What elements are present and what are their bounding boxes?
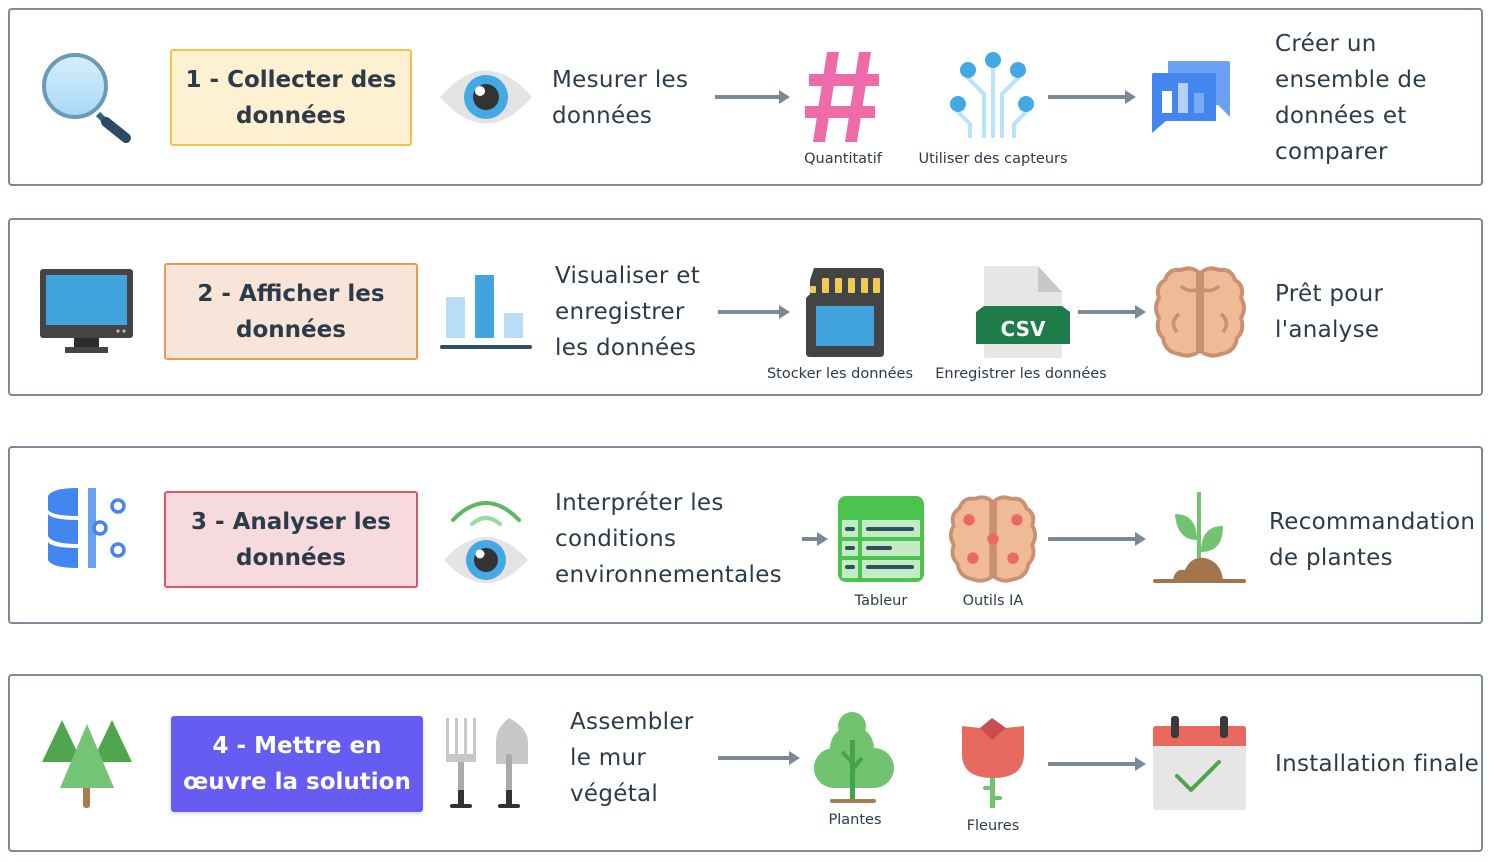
flow-arrow xyxy=(1078,305,1146,319)
brain-icon xyxy=(1154,266,1246,358)
step-description: Mesurer les données xyxy=(552,67,689,129)
result-text: Créer un ensemble de données et comparer xyxy=(1275,31,1427,165)
step-label: 3 - Analyser les données xyxy=(191,508,391,571)
monitor-icon xyxy=(40,269,133,353)
flow-arrow xyxy=(718,305,790,319)
eye-icon xyxy=(440,70,532,124)
flow-arrow xyxy=(715,90,790,104)
hash-icon xyxy=(805,52,879,142)
step-label: 1 - Collecter des données xyxy=(185,66,397,129)
step-description: Assembler le mur végétal xyxy=(570,709,694,807)
result-text: Recommandation de plantes xyxy=(1269,509,1476,571)
tulip-icon xyxy=(962,718,1024,808)
magnifier-icon xyxy=(42,53,131,143)
tool-caption: Utiliser des capteurs xyxy=(918,151,1068,167)
database-icon xyxy=(48,488,126,568)
step-box-3: 3 - Analyser les données xyxy=(164,491,418,588)
step-box-2: 2 - Afficher les données xyxy=(164,263,418,360)
step-label: 2 - Afficher les données xyxy=(197,280,385,343)
tree-icon xyxy=(814,712,894,803)
step-description: Visualiser et enregistrer les données xyxy=(555,263,701,361)
tool-caption: Fleures xyxy=(966,818,1020,834)
calendar-check-icon xyxy=(1153,716,1246,810)
tool-caption: Quantitatif xyxy=(804,151,882,167)
csv-file-icon: CSV xyxy=(976,266,1070,358)
trees-icon xyxy=(42,720,132,808)
garden-tools-icon xyxy=(446,718,528,808)
flow-arrow xyxy=(1048,532,1146,546)
eye-signal-icon xyxy=(444,501,528,583)
flow-arrow xyxy=(718,751,800,765)
tool-caption: Outils IA xyxy=(962,593,1024,609)
result-text: Installation finale xyxy=(1275,751,1480,777)
result-text: Prêt pour l'analyse xyxy=(1275,281,1384,343)
ai-brain-icon xyxy=(948,495,1038,583)
step-box-1: 1 - Collecter des données xyxy=(170,49,412,146)
tool-caption: Plantes xyxy=(828,812,882,828)
tool-caption: Stocker les données xyxy=(766,366,914,382)
tool-caption: Tableur xyxy=(854,593,908,609)
flow-arrow xyxy=(1048,757,1146,771)
tool-caption: Enregistrer les données xyxy=(935,366,1107,382)
bar-chart-icon xyxy=(440,275,532,349)
flow-arrow xyxy=(802,532,828,546)
sensor-circuit-icon xyxy=(950,52,1034,138)
step-label: 4 - Mettre en œuvre la solution xyxy=(183,733,411,795)
sprout-icon xyxy=(1153,492,1246,583)
sd-card-icon xyxy=(806,268,884,357)
step-description: Interpréter les conditions environnement… xyxy=(555,490,782,588)
step-box-4: 4 - Mettre en œuvre la solution xyxy=(171,716,423,812)
chart-chat-icon xyxy=(1152,61,1230,133)
spreadsheet-icon xyxy=(838,496,924,582)
csv-badge: CSV xyxy=(1001,317,1046,341)
flow-arrow xyxy=(1048,90,1136,104)
